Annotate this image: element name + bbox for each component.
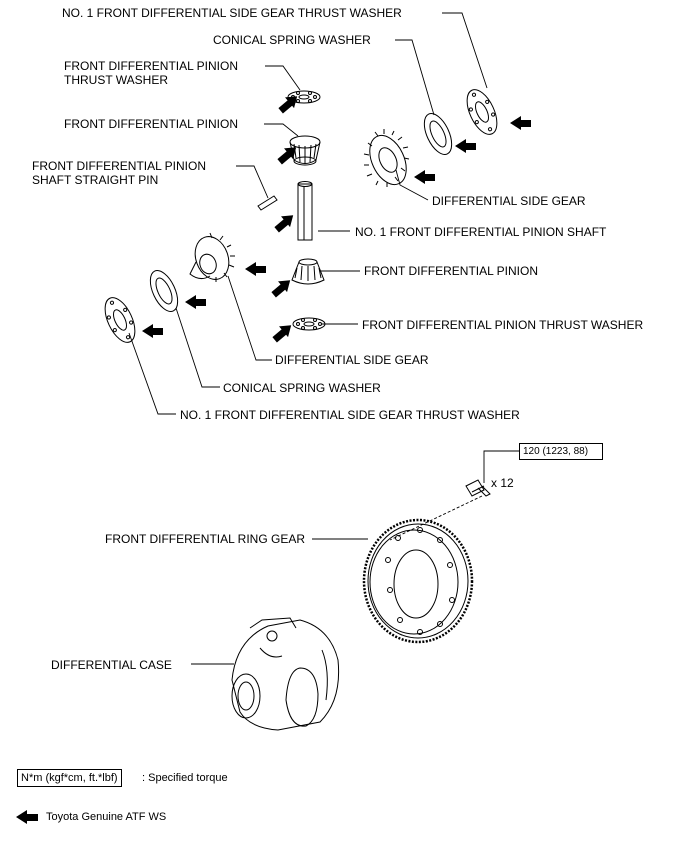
ring-gear-bolt [465, 479, 491, 497]
atf-arrow [274, 215, 294, 233]
shaft-straight-pin [257, 195, 278, 211]
thrust-washer-bottom-left [104, 297, 136, 343]
atf-arrow [278, 96, 298, 114]
label-pinion-top: FRONT DIFFERENTIAL PINION [64, 117, 239, 131]
torque-spec-box: 120 (1223, 88) [519, 443, 603, 460]
label-pinion-shaft: NO. 1 FRONT DIFFERENTIAL PINION SHAFT [355, 225, 607, 239]
pinion-thrust-washer-top [287, 90, 321, 104]
atf-arrow [272, 325, 292, 343]
conical-spring-washer-top [423, 113, 453, 155]
legend-torque-desc: : Specified torque [142, 772, 228, 784]
label-pinion-bottom: FRONT DIFFERENTIAL PINION [364, 264, 539, 278]
label-pinion-thrust-washer-top-line2: THRUST WASHER [64, 73, 169, 87]
side-gear-top [363, 129, 410, 187]
legend-torque-unit-box: N*m (kgf*cm, ft.*lbf) [17, 769, 122, 787]
label-no1-side-gear-thrust-washer-top: NO. 1 FRONT DIFFERENTIAL SIDE GEAR THRUS… [62, 6, 402, 20]
ring-gear [362, 518, 474, 644]
pinion-bottom [291, 258, 325, 285]
label-pinion-shaft-pin-line2: SHAFT STRAIGHT PIN [32, 173, 159, 187]
side-gear-bottom [189, 232, 235, 282]
label-differential-side-gear-top: DIFFERENTIAL SIDE GEAR [432, 194, 586, 208]
pinion-thrust-washer-bottom [292, 317, 326, 331]
pinion-top [289, 135, 321, 166]
label-pinion-shaft-pin-line1: FRONT DIFFERENTIAL PINION [32, 159, 207, 173]
differential-case [231, 617, 340, 731]
atf-arrow [414, 170, 435, 184]
atf-arrow [271, 280, 291, 298]
label-ring-gear: FRONT DIFFERENTIAL RING GEAR [105, 532, 306, 546]
label-pinion-thrust-washer-top-line1: FRONT DIFFERENTIAL PINION [64, 59, 239, 73]
label-differential-side-gear-bottom: DIFFERENTIAL SIDE GEAR [275, 353, 429, 367]
atf-arrows [142, 96, 531, 343]
atf-arrow [185, 295, 206, 309]
leader-lines [128, 12, 519, 665]
label-differential-case: DIFFERENTIAL CASE [51, 658, 172, 672]
atf-arrow [510, 116, 531, 130]
conical-spring-washer-bottom [149, 270, 179, 312]
label-pinion-thrust-washer-bottom: FRONT DIFFERENTIAL PINION THRUST WASHER [362, 318, 644, 332]
bolt-quantity: x 12 [491, 476, 514, 490]
atf-arrow [245, 262, 266, 276]
atf-arrow [142, 324, 163, 338]
thrust-washer-top-right [466, 89, 498, 135]
label-conical-spring-washer-top: CONICAL SPRING WASHER [213, 33, 371, 47]
atf-arrow [277, 147, 297, 165]
legend-atf-desc: Toyota Genuine ATF WS [46, 811, 167, 823]
legend-atf-arrow [16, 810, 38, 824]
atf-arrow [455, 139, 476, 153]
label-conical-spring-washer-bottom: CONICAL SPRING WASHER [223, 381, 381, 395]
label-no1-side-gear-thrust-washer-bottom: NO. 1 FRONT DIFFERENTIAL SIDE GEAR THRUS… [180, 408, 520, 422]
pinion-shaft [297, 181, 313, 241]
